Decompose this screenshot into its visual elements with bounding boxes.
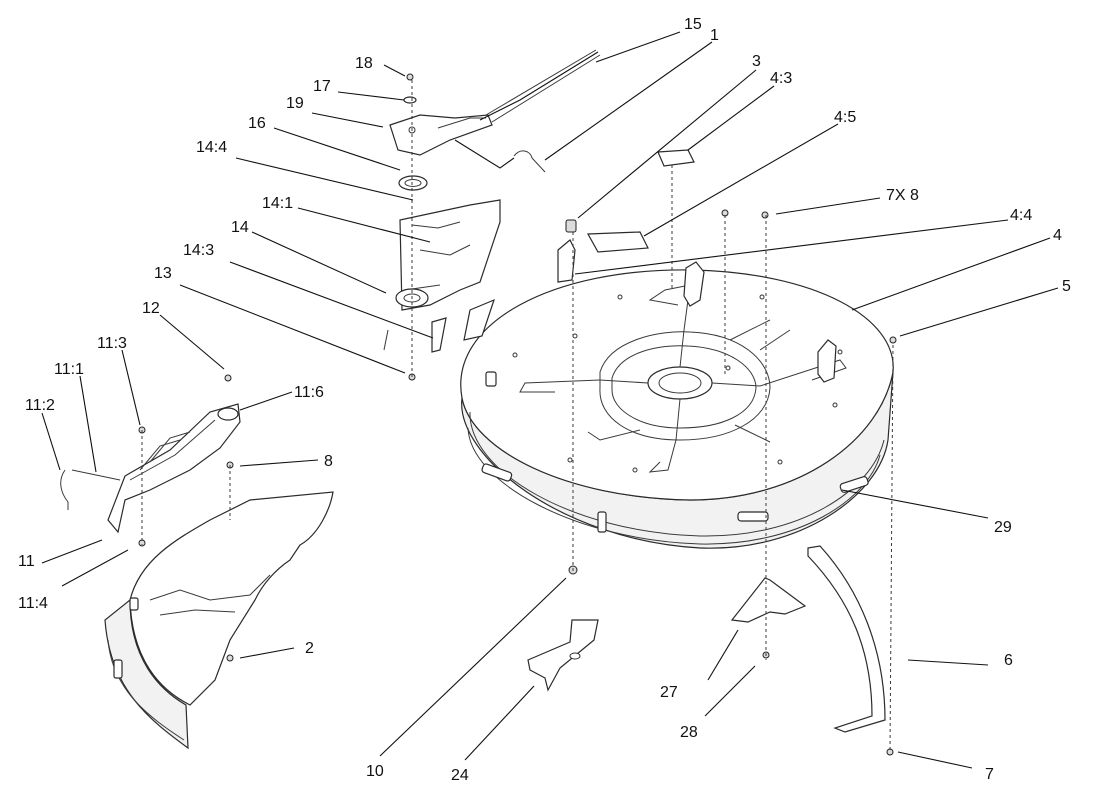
callout-7: 7 xyxy=(985,766,994,783)
callout-13: 13 xyxy=(154,265,172,282)
callout-14-3: 14:3 xyxy=(183,242,214,259)
callout-19: 19 xyxy=(286,95,304,112)
callout-11-6: 11:6 xyxy=(294,384,324,401)
mower-deck xyxy=(460,261,894,549)
callout-4-5: 4:5 xyxy=(834,109,856,126)
callout-15: 15 xyxy=(684,16,702,33)
idler-arm-assembly xyxy=(383,175,501,353)
callout-18: 18 xyxy=(355,55,373,72)
callout-4-4: 4:4 xyxy=(1010,207,1032,224)
callout-labels: 15 1 18 17 19 16 14:4 14:1 14 14:3 13 12… xyxy=(18,16,1071,784)
callout-14: 14 xyxy=(231,219,249,236)
callout-12: 12 xyxy=(142,300,160,317)
callout-8: 8 xyxy=(324,453,333,470)
callout-11-4: 11:4 xyxy=(18,595,48,612)
callout-2: 2 xyxy=(305,640,314,657)
chute-cover xyxy=(60,403,241,534)
callout-11-2: 11:2 xyxy=(25,397,55,414)
discharge-chute xyxy=(104,491,334,750)
callout-7x8: 7X 8 xyxy=(886,187,919,204)
callout-28: 28 xyxy=(680,724,698,741)
callout-14-4: 14:4 xyxy=(196,139,227,156)
deck-brackets xyxy=(557,149,769,283)
assembly-axes xyxy=(141,80,894,751)
callout-16: 16 xyxy=(248,115,266,132)
callout-3: 3 xyxy=(752,53,761,70)
top-bracket-and-rod xyxy=(389,49,601,173)
callout-11-1: 11:1 xyxy=(54,361,84,378)
callout-6: 6 xyxy=(1004,652,1013,669)
callout-24: 24 xyxy=(451,767,469,784)
callout-14-1: 14:1 xyxy=(262,195,293,212)
blade-guard-band xyxy=(807,545,886,733)
lower-parts xyxy=(527,565,807,692)
callout-11-3: 11:3 xyxy=(97,335,127,352)
callout-1: 1 xyxy=(710,27,719,44)
callout-11: 11 xyxy=(18,553,35,570)
callout-4: 4 xyxy=(1053,227,1062,244)
fasteners xyxy=(138,336,897,756)
callout-5: 5 xyxy=(1062,278,1071,295)
callout-29: 29 xyxy=(994,519,1012,536)
callout-17: 17 xyxy=(313,78,331,95)
callout-10: 10 xyxy=(366,763,384,780)
leader-lines xyxy=(41,31,1059,769)
callout-27: 27 xyxy=(660,684,678,701)
callout-4-3: 4:3 xyxy=(770,70,792,87)
